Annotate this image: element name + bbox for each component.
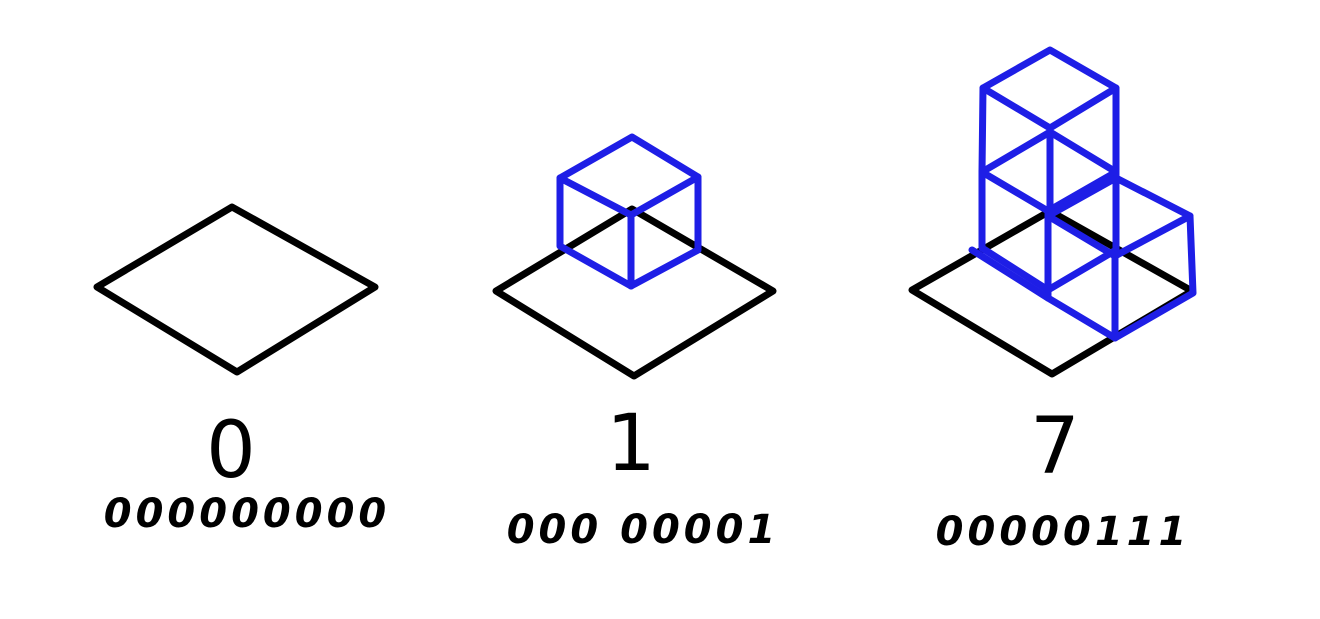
- panel-0-drawing: [93, 203, 379, 376]
- base-plate: [908, 207, 1196, 378]
- panel-7-decimal-label: 7: [1030, 402, 1080, 492]
- panel-7-drawing: [908, 46, 1197, 378]
- panel-0-binary-label: 000000000: [103, 491, 391, 537]
- panel-1-binary-label: 000 00001: [506, 507, 780, 553]
- panel-1-drawing: [492, 133, 777, 380]
- panel-1-decimal-label: 1: [606, 399, 656, 489]
- cube: [978, 46, 1120, 215]
- base-plate: [93, 203, 379, 376]
- cube: [556, 133, 702, 290]
- base-plate: [492, 205, 777, 380]
- cube: [1044, 174, 1197, 342]
- panel-7-binary-label: 00000111: [935, 509, 1191, 555]
- panel-0-decimal-label: 0: [206, 406, 256, 496]
